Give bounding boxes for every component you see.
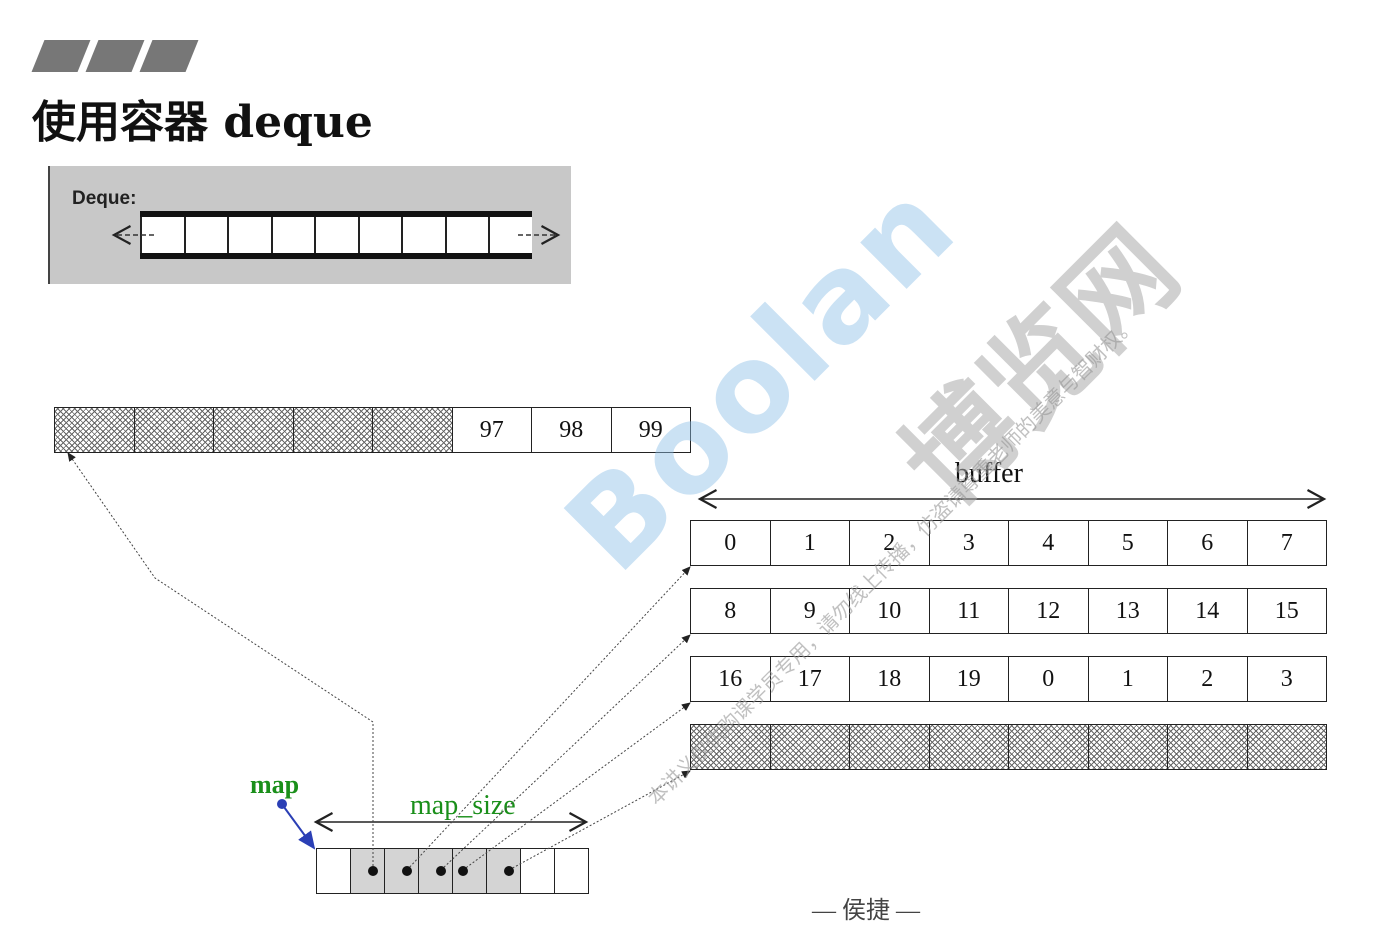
map-node-dot [458,866,468,876]
page-title: 使用容器 deque [32,97,373,148]
top-buffer-empty-slot [292,407,373,453]
map-node-cell [554,848,589,894]
map-node-cell [316,848,351,894]
map-node-dot [504,866,514,876]
top-buffer-empty-slot [54,407,135,453]
top-buffer-empty-slot [133,407,214,453]
deque-cell [401,217,444,253]
map-node-dot [436,866,446,876]
node-pointer-row-3 [462,702,691,871]
deque-cell [444,217,488,253]
buffer-cell: 18 [849,656,930,702]
map-label: map [250,770,300,799]
deque-cell [314,217,357,253]
map-node-cell [486,848,521,894]
map-node-cell [350,848,385,894]
buffer-empty-slot [690,724,771,770]
buffer-cell: 12 [1008,588,1089,634]
deque-cell [227,217,270,253]
top-buffer-empty-slot [213,407,294,453]
buffer-cell: 7 [1246,520,1327,566]
deque-label: Deque: [72,188,137,209]
buffer-empty-slot [928,724,1009,770]
node-pointer-row-1 [406,566,691,871]
deque-inner [140,217,532,253]
deque-bottom-rail [140,253,532,259]
buffer-cell: 3 [1246,656,1327,702]
buffer-cell: 19 [928,656,1009,702]
map-pointer-arrow [283,806,316,850]
deque-top-rail [140,211,532,217]
deque-cell [183,217,227,253]
buffer-empty-slot [1008,724,1089,770]
footer-author: — 侯捷 — [812,898,920,924]
deque-cell [357,217,401,253]
deque-cell [270,217,314,253]
buffer-cell: 15 [1246,588,1327,634]
map-node-cell [520,848,555,894]
buffer-empty-slot [1246,724,1327,770]
buffer-empty-slot [849,724,930,770]
deque-cell [488,217,531,253]
node-pointer-top-buffer [67,452,374,870]
map-pointer-dot [277,799,287,809]
buffer-empty-slot [1167,724,1248,770]
buffer-label: buffer [955,458,1023,489]
top-buffer-cell: 99 [610,407,691,453]
buffer-empty-slot [1087,724,1168,770]
buffer-empty-slot [769,724,850,770]
node-pointer-row-2 [440,634,691,871]
map-node-dot [402,866,412,876]
map-node-cell [452,848,487,894]
map-node-dot [368,866,378,876]
